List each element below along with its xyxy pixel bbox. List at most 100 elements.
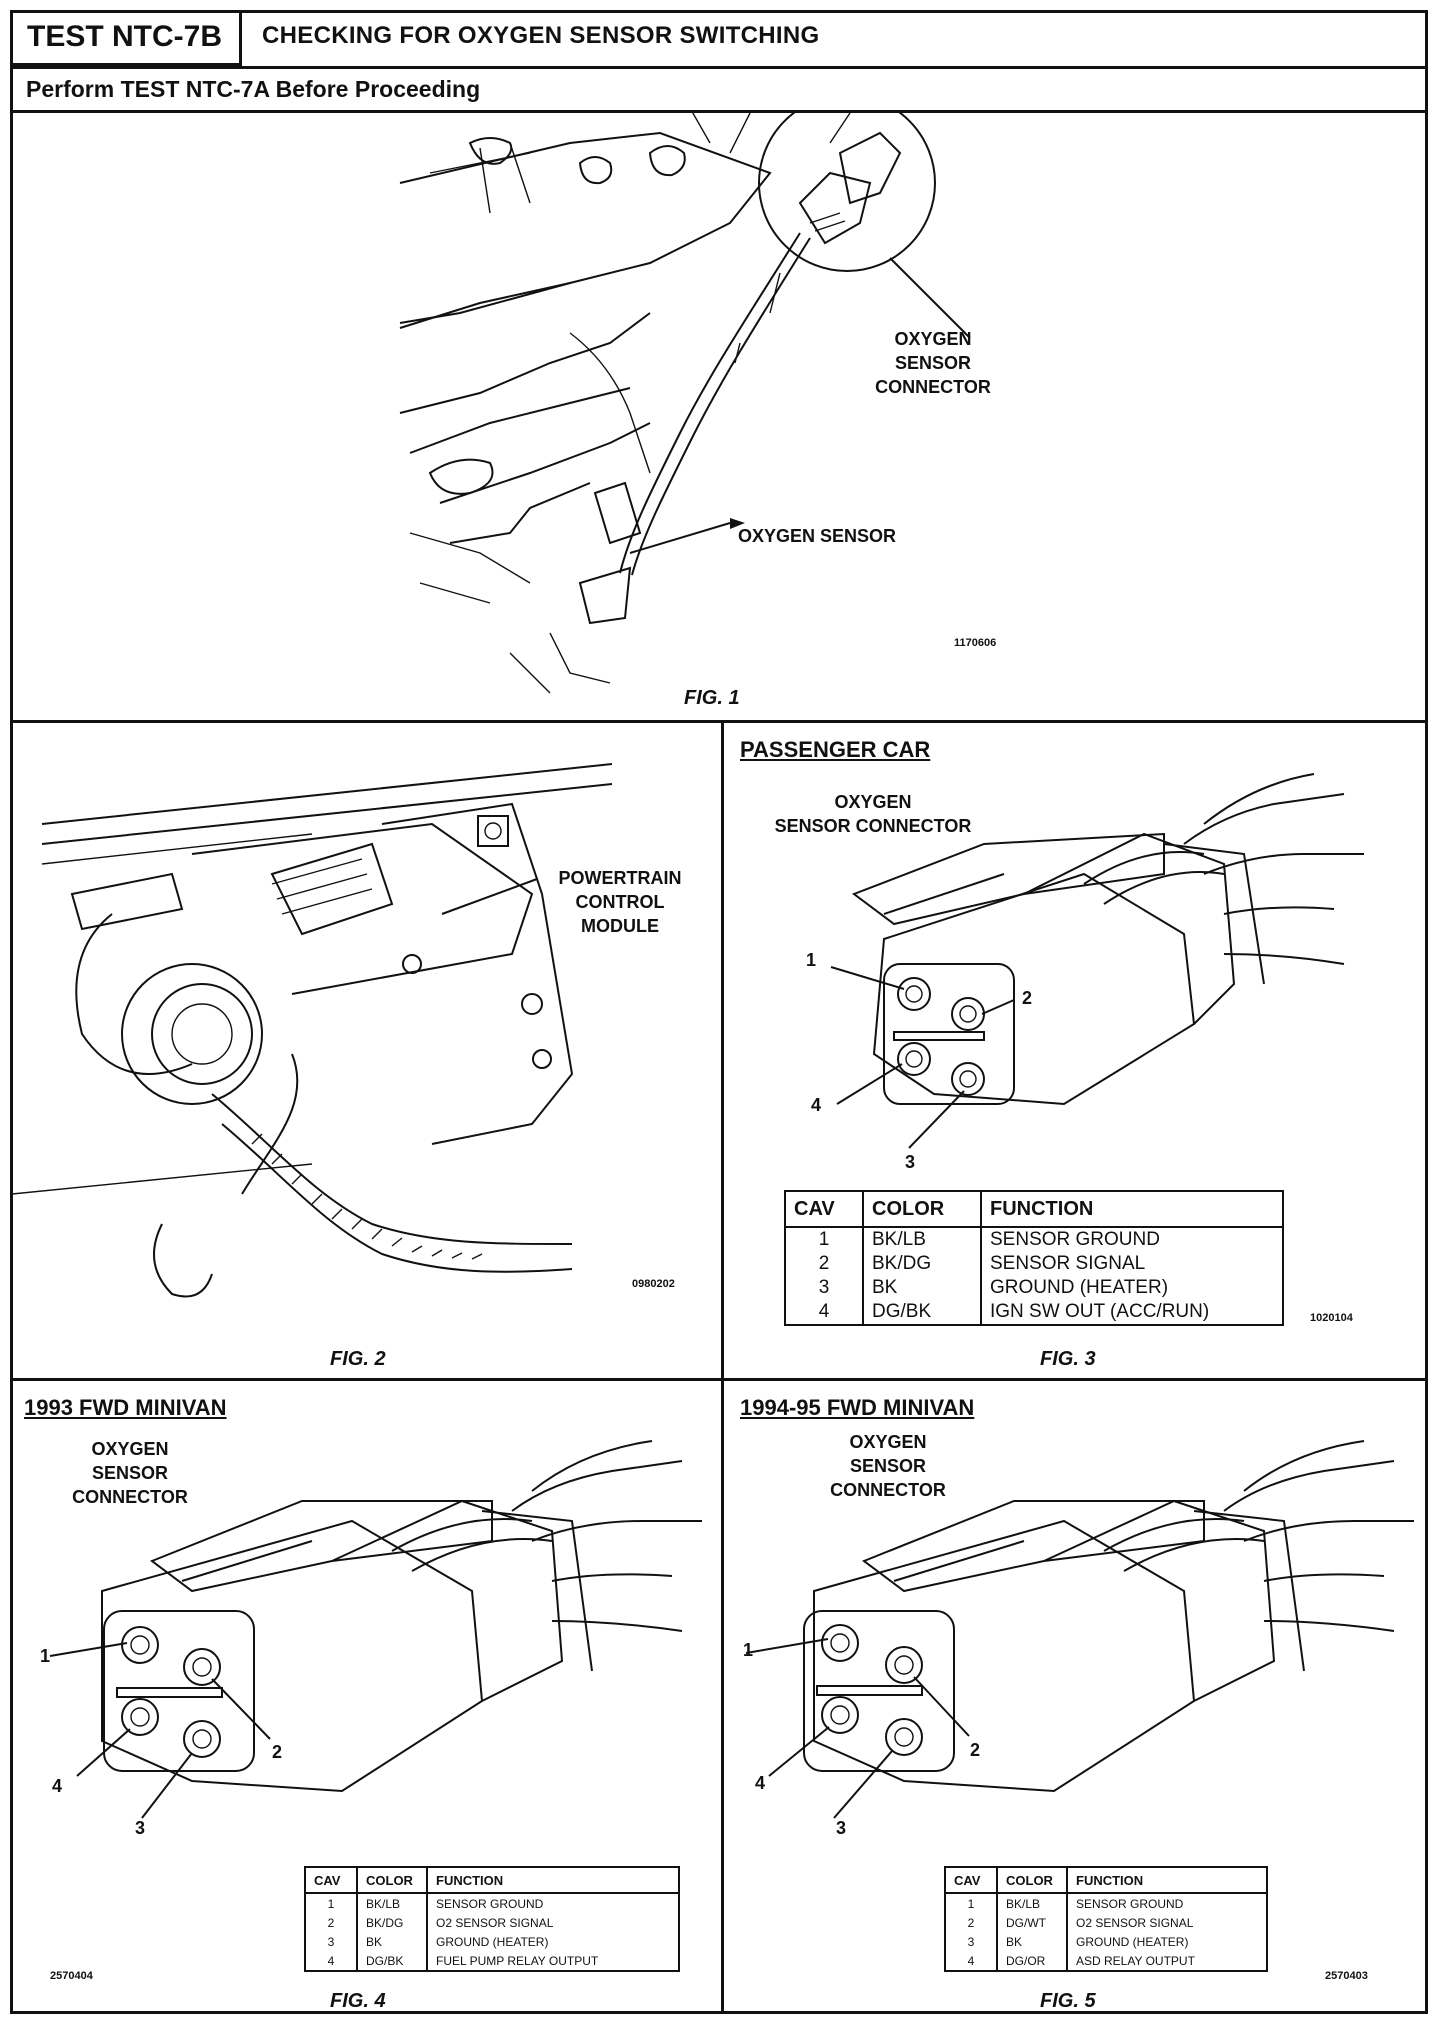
fig4-pin-4: 4 [52, 1776, 63, 1796]
header-divider [10, 66, 1428, 69]
cell-cav: 1 [784, 1227, 863, 1252]
row2-divider [10, 1378, 1428, 1381]
cell-cav: 1 [944, 1893, 997, 1913]
cell-function: GROUND (HEATER) [980, 1276, 1283, 1300]
fig4-connector-label: OXYGEN SENSOR CONNECTOR [72, 1439, 188, 1507]
fig5-code: 2570403 [1325, 1970, 1368, 1982]
cell-cav: 1 [304, 1893, 357, 1913]
fig5-pin-2: 2 [970, 1740, 981, 1760]
row1-divider [10, 720, 1428, 723]
cell-cav: 4 [304, 1951, 357, 1971]
table-header-row: CAV COLOR FUNCTION [304, 1867, 679, 1894]
cell-color: DG/BK [862, 1300, 981, 1325]
cell-cav: 3 [784, 1276, 863, 1300]
col-cav: CAV [944, 1867, 997, 1894]
fig1-engine-illustration [399, 113, 971, 694]
cell-color: BK/LB [996, 1893, 1067, 1913]
fig5-heading: 1994-95 FWD MINIVAN [740, 1395, 975, 1420]
cell-cav: 3 [944, 1932, 997, 1951]
col-color: COLOR [862, 1191, 981, 1228]
fig4-code: 2570404 [50, 1970, 93, 1982]
fig3-heading: PASSENGER CAR [740, 737, 931, 762]
fig1-caption: FIG. 1 [684, 687, 740, 709]
fig1-connector-label: OXYGEN SENSOR CONNECTOR [875, 329, 991, 397]
cell-function: GROUND (HEATER) [426, 1932, 679, 1951]
fig5-connector-illustration [745, 1440, 1414, 1819]
cell-function: FUEL PUMP RELAY OUTPUT [426, 1951, 679, 1971]
fig3-pin-1: 1 [806, 950, 817, 970]
cell-cav: 4 [944, 1951, 997, 1971]
cell-cav: 2 [304, 1913, 357, 1932]
cell-cav: 3 [304, 1932, 357, 1951]
table-header-row: CAV COLOR FUNCTION [784, 1191, 1283, 1228]
col-function: FUNCTION [426, 1867, 679, 1894]
cell-function: ASD RELAY OUTPUT [1066, 1951, 1267, 1971]
cell-function: O2 SENSOR SIGNAL [1066, 1913, 1267, 1932]
col-function: FUNCTION [980, 1191, 1283, 1228]
cell-function: SENSOR SIGNAL [980, 1252, 1283, 1276]
fig5-pin-1: 1 [743, 1640, 754, 1660]
cell-function: SENSOR GROUND [426, 1893, 679, 1913]
page-frame [10, 10, 1428, 2014]
fig5-caption: FIG. 5 [1040, 1990, 1096, 2012]
fig2-pcm-label: POWERTRAIN CONTROL MODULE [558, 868, 682, 936]
page-title: CHECKING FOR OXYGEN SENSOR SWITCHING [262, 22, 820, 49]
fig2-caption: FIG. 2 [330, 1348, 386, 1370]
cell-function: GROUND (HEATER) [1066, 1932, 1267, 1951]
fig2-code: 0980202 [632, 1278, 675, 1290]
fig4-caption: FIG. 4 [330, 1990, 386, 2012]
col-cav: CAV [784, 1191, 863, 1228]
cell-function: O2 SENSOR SIGNAL [426, 1913, 679, 1932]
fig1-code: 1170606 [954, 637, 997, 649]
fig3-caption: FIG. 3 [1040, 1348, 1096, 1370]
cell-function: SENSOR GROUND [1066, 1893, 1267, 1913]
fig3-code: 1020104 [1310, 1312, 1353, 1324]
cell-cav: 2 [784, 1252, 863, 1276]
cell-function: SENSOR GROUND [980, 1227, 1283, 1252]
fig2-pcm-illustration [12, 763, 613, 1298]
fig3-pin-2: 2 [1022, 988, 1033, 1008]
col-function: FUNCTION [1066, 1867, 1267, 1894]
cell-color: DG/OR [996, 1951, 1067, 1971]
cell-function: IGN SW OUT (ACC/RUN) [980, 1300, 1283, 1325]
cell-cav: 4 [784, 1300, 863, 1325]
subheader-divider [10, 110, 1428, 113]
fig5-pin-3: 3 [836, 1818, 847, 1838]
fig1-sensor-label: OXYGEN SENSOR [738, 526, 897, 546]
fig3-pin-4: 4 [811, 1095, 822, 1115]
fig3-connector-illustration [830, 773, 1364, 1149]
cell-color: BK [356, 1932, 427, 1951]
col-color: COLOR [996, 1867, 1067, 1894]
col-color: COLOR [356, 1867, 427, 1894]
cell-color: BK/LB [862, 1227, 981, 1252]
cell-color: BK [862, 1276, 981, 1300]
fig4-pin-2: 2 [272, 1742, 283, 1762]
page-subtitle: Perform TEST NTC-7A Before Proceeding [26, 76, 481, 102]
column-divider [721, 720, 724, 2014]
cell-color: BK/DG [862, 1252, 981, 1276]
table-header-row: CAV COLOR FUNCTION [944, 1867, 1267, 1894]
test-id: TEST NTC-7B [10, 10, 242, 66]
fig3-connector-label: OXYGEN SENSOR CONNECTOR [774, 792, 972, 836]
cell-cav: 2 [944, 1913, 997, 1932]
fig3-pin-3: 3 [905, 1152, 916, 1172]
cell-color: DG/WT [996, 1913, 1067, 1932]
fig4-heading: 1993 FWD MINIVAN [24, 1395, 227, 1420]
cell-color: BK/LB [356, 1893, 427, 1913]
cell-color: DG/BK [356, 1951, 427, 1971]
fig5-pin-4: 4 [755, 1773, 766, 1793]
